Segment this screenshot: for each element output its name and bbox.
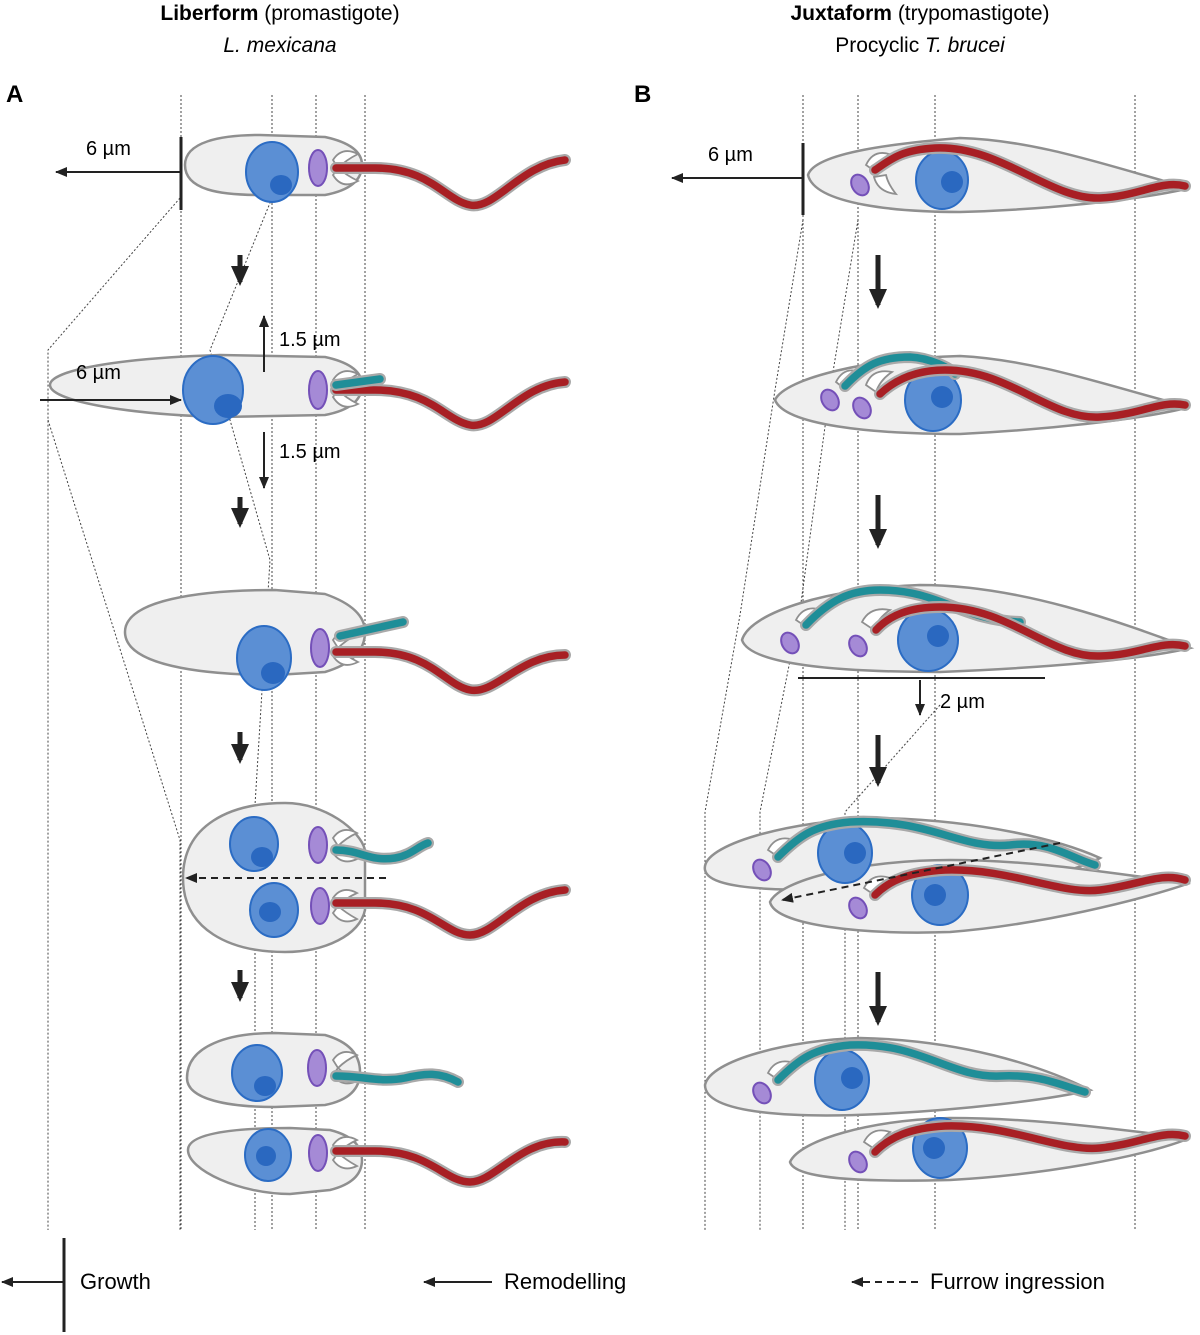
a-width-top-label: 1.5 µm (279, 329, 341, 351)
panel-a-label: A (6, 81, 23, 108)
panel-b-label: B (634, 81, 651, 108)
b-cell-2 (773, 350, 1191, 436)
a-growth-label: 6 µm (86, 138, 131, 160)
b-cell-1 (806, 136, 1191, 214)
panel-a-subtitle: L. mexicana (223, 34, 336, 57)
b-cell-5-daughter-bottom (788, 1116, 1191, 1182)
legend-remodelling-label: Remodelling (504, 1269, 626, 1294)
a-cell-4 (181, 801, 571, 954)
a-cell-5-daughter-top (185, 1031, 464, 1109)
legend: Growth Remodelling Furrow ingression (1, 1238, 1105, 1332)
b-growth-label: 6 µm (708, 144, 753, 166)
b-growth-indicator: 6 µm (671, 143, 805, 215)
a-growth-indicator: 6 µm (55, 137, 183, 210)
a-elongation-indicator: 6 µm (40, 362, 182, 405)
a-cell-2 (48, 353, 571, 432)
a-cell-5-daughter-bottom (186, 1126, 571, 1196)
a-width-indicator: 1.5 µm 1.5 µm (259, 315, 341, 489)
a-elongation-label: 6 µm (76, 362, 121, 384)
b-shift-indicator: 2 µm (798, 677, 1045, 716)
a-width-bottom-label: 1.5 µm (279, 441, 341, 463)
b-cell-4 (703, 815, 1191, 934)
panel-b-subtitle: Procyclic T. brucei (835, 34, 1006, 57)
legend-growth-label: Growth (80, 1269, 151, 1294)
a-cell-1 (183, 133, 571, 212)
b-cell-3 (740, 583, 1195, 674)
b-shift-label: 2 µm (940, 691, 985, 713)
panel-b-title: Juxtaform (trypomastigote) (790, 2, 1049, 25)
a-cell-3 (123, 588, 571, 697)
b-cell-5-daughter-top (703, 1036, 1094, 1117)
panel-a-title: Liberform (promastigote) (160, 2, 399, 25)
legend-furrow-label: Furrow ingression (930, 1269, 1105, 1294)
